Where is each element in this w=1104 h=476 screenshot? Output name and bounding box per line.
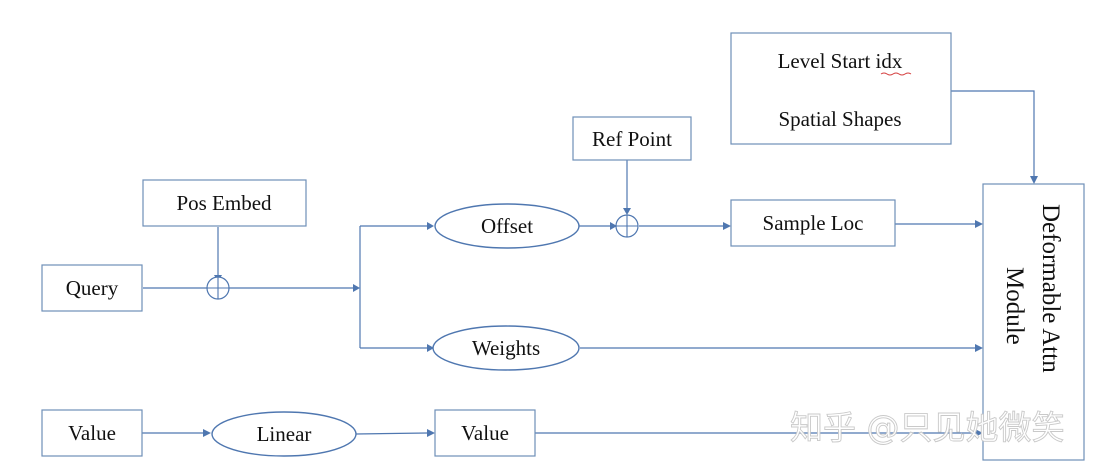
sample-loc-label: Sample Loc [763,211,864,235]
offset-ellipse: Offset [434,203,580,249]
spellcheck-squiggle [880,72,912,76]
edge-group [142,90,1038,437]
level-start-idx-label: Level Start idx [778,49,903,73]
arrowhead-sum-to-branch [353,284,360,292]
pos-embed-box: Pos Embed [142,179,307,227]
ref-point-box: Ref Point [572,116,692,161]
arrowhead-linear-to-value2 [427,429,435,437]
deformable-line-1: Deformable Attn [1037,204,1064,373]
arrowhead-refpoint-to-sum2 [623,208,631,215]
watermark-text: 知乎 @只见她微笑 [790,408,1065,447]
query-label: Query [66,276,119,300]
sum-node-offset-ref [615,214,639,238]
arrowhead-value-to-linear [203,429,211,437]
sum-node-query-pos [206,276,230,300]
value-output-box: Value [434,409,536,457]
query-box: Query [41,264,143,312]
spatial-shapes-label: Spatial Shapes [778,107,901,131]
ref-point-label: Ref Point [592,127,672,151]
pos-embed-label: Pos Embed [176,191,272,215]
edge-linear-to-value2 [355,432,428,435]
arrowhead-weights-to-deformable [975,344,983,352]
edge-levelstart-to-deformable [951,90,1035,176]
linear-ellipse: Linear [211,411,357,457]
arrowhead-branch-to-weights [427,344,434,352]
linear-label: Linear [257,422,312,446]
sample-loc-box: Sample Loc [730,199,896,247]
deformable-attention-module: Deformable Attn Module [982,183,1085,461]
weights-ellipse: Weights [432,325,580,371]
offset-label: Offset [481,214,533,238]
value-input-box: Value [41,409,143,457]
value-input-label: Value [68,421,116,445]
arrowhead-value2-to-deformable [975,429,983,437]
level-spatial-box: Level Start idx Spatial Shapes [730,32,952,145]
deformable-line-2: Module [1001,267,1028,345]
arrowhead-sum2-to-sampleloc [723,222,731,230]
value-output-label: Value [461,421,509,445]
arrowhead-offset-to-sum2 [610,222,617,230]
arrowhead-branch-to-offset [427,222,434,230]
arrowhead-sampleloc-to-deformable [975,220,983,228]
arrowhead-levelstart-to-deformable [1030,176,1038,184]
weights-label: Weights [472,336,540,360]
